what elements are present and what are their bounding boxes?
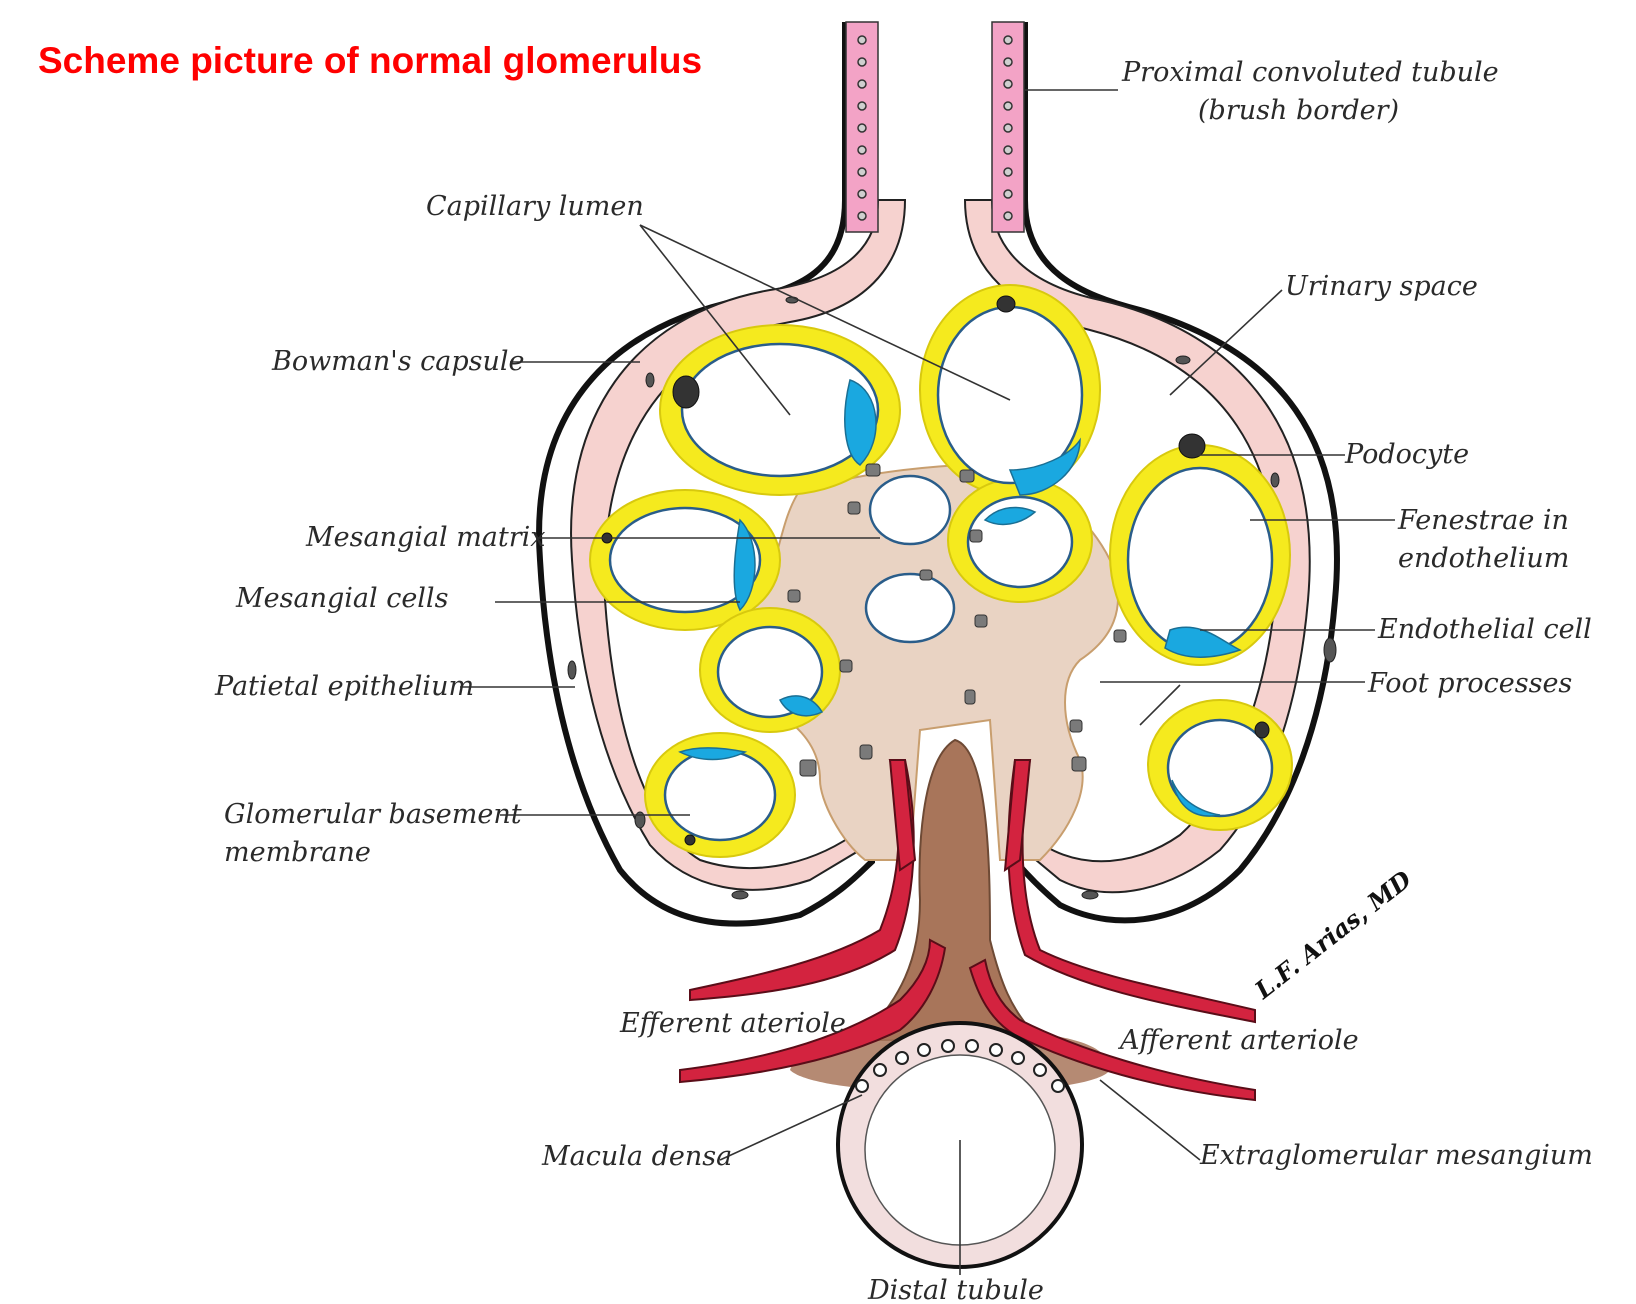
label-mesangial-matrix: Mesangial matrix [306, 522, 546, 553]
mesangial-cell-nuclei [787, 463, 1127, 777]
label-gbm-line2: membrane [224, 837, 371, 868]
capillary-loops [608, 305, 1274, 842]
label-urinary-space: Urinary space [1285, 271, 1478, 302]
proximal-tubule-nuclei [857, 35, 1013, 221]
label-proximal-tubule-line1: Proximal convoluted tubule [1122, 57, 1499, 88]
arterioles [679, 759, 1256, 1102]
label-fenestrae-line1: Fenestrae in [1398, 505, 1569, 536]
endothelial-cells [678, 379, 1242, 817]
podocyte-nuclei [601, 295, 1270, 846]
label-gbm-line1: Glomerular basement [224, 799, 522, 830]
macula-densa-nuclei [855, 1039, 1065, 1093]
capillary-lumen-left [680, 342, 880, 478]
leader-lines [460, 89, 1395, 1275]
label-afferent-arteriole: Afferent arteriole [1120, 1025, 1359, 1056]
label-parietal-epithelium: Patietal epithelium [215, 671, 475, 702]
page-title: Scheme picture of normal glomerulus [38, 40, 703, 81]
afferent-arteriole-lower [968, 958, 1256, 1102]
label-macula-densa: Macula densa [542, 1141, 733, 1172]
label-mesangial-cells: Mesangial cells [236, 583, 449, 614]
label-capillary-lumen: Capillary lumen [426, 191, 644, 222]
label-podocyte: Podocyte [1345, 439, 1470, 470]
label-proximal-tubule-line2: (brush border) [1198, 95, 1400, 126]
label-fenestrae-line2: endothelium [1398, 543, 1570, 574]
label-extraglomerular-mesangium: Extraglomerular mesangium [1200, 1140, 1593, 1171]
label-endothelial-cell: Endothelial cell [1378, 614, 1592, 645]
label-foot-processes: Foot processes [1368, 668, 1573, 699]
efferent-arteriole-lower [679, 938, 947, 1084]
label-distal-tubule: Distal tubule [868, 1275, 1044, 1304]
label-bowmans-capsule: Bowman's capsule [272, 346, 525, 377]
label-efferent-arteriole: Efferent ateriole [620, 1008, 846, 1039]
